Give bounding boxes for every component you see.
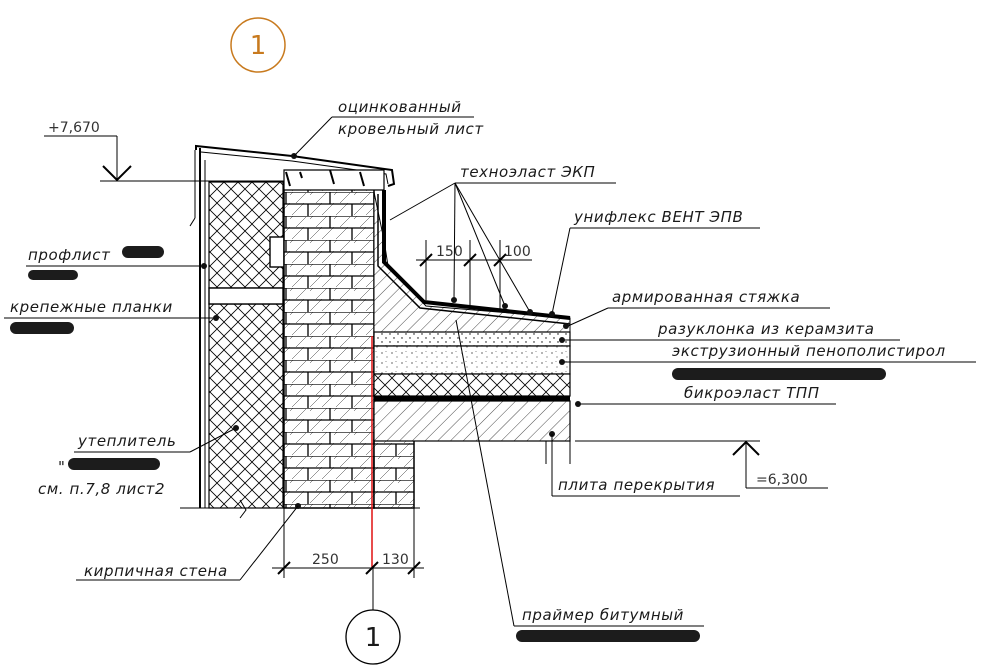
galvanized-roof-sheet — [195, 144, 396, 191]
xps-insulation-cross — [373, 373, 571, 397]
label-profsheet-smudge1 — [122, 246, 164, 258]
fastening-plank — [208, 287, 284, 305]
label-uniflex-text: унифлекс ВЕНТ ЭПВ — [573, 208, 743, 226]
dim-130: 130 — [382, 552, 409, 568]
label-xps: экструзионный пенополистирол — [559, 342, 976, 380]
insulation-block-lower — [208, 303, 284, 509]
label-brick-wall: кирпичная стена — [76, 503, 301, 581]
level-top-value: +7,670 — [48, 120, 100, 136]
brick-wall-lower-step — [373, 439, 415, 509]
reinforced-screed — [373, 331, 571, 347]
label-fastening-text: крепежные планки — [10, 298, 173, 316]
label-primer-smudge — [516, 630, 700, 642]
floor-slab — [373, 400, 571, 442]
roof-membrane — [382, 190, 571, 320]
label-galvanized-line1: оцинкованный — [338, 98, 462, 116]
label-insulation-quote-right: " — [154, 458, 162, 476]
dimension-250-130: 250 130 — [272, 508, 424, 578]
level-mark-top: +7,670 — [44, 120, 290, 182]
label-insulation-quote-left: " — [58, 458, 66, 476]
dim-150: 150 — [436, 244, 463, 260]
label-primer-text: праймер битумный — [522, 606, 684, 624]
label-xps-smudge — [672, 368, 886, 380]
facade-profsheet — [189, 148, 206, 508]
label-slope-text: разуклонка из керамзита — [657, 320, 874, 338]
label-profsheet: профлист — [26, 246, 207, 280]
brick-wall — [283, 181, 375, 509]
label-slope: разуклонка из керамзита — [559, 320, 900, 343]
label-bikroelast: бикроэласт ТПП — [575, 384, 836, 407]
label-uniflex: унифлекс ВЕНТ ЭПВ — [549, 208, 760, 317]
label-primer: праймер битумный — [455, 319, 704, 642]
label-insulation-text: утеплитель — [77, 432, 176, 450]
label-slab: плита перекрытия — [549, 431, 740, 497]
label-bikroelast-text: бикроэласт ТПП — [684, 384, 820, 402]
label-reinforced-text: армированная стяжка — [612, 288, 800, 306]
dim-100: 100 — [504, 244, 531, 260]
label-profsheet-text: профлист — [28, 246, 111, 264]
label-profsheet-smudge2 — [28, 270, 78, 280]
label-fastening: крепежные планки — [4, 298, 219, 334]
label-technoelast-text: техноэласт ЭКП — [460, 163, 595, 181]
vapor-barrier — [374, 396, 570, 401]
label-insulation-smudge — [68, 458, 160, 470]
label-galvanized-line2: кровельный лист — [338, 120, 484, 138]
label-insulation: утеплитель " " см. п.7,8 лист2 — [38, 425, 239, 498]
fastening-bracket — [269, 236, 285, 268]
section-marker-bottom: 1 — [345, 568, 401, 665]
label-brick-text: кирпичная стена — [84, 562, 228, 580]
label-slab-text: плита перекрытия — [558, 476, 715, 494]
label-insulation-ref-text: см. п.7,8 лист2 — [38, 480, 165, 498]
insulation-block-upper — [208, 181, 284, 289]
section-marker-bottom-number: 1 — [365, 623, 382, 653]
label-xps-text: экструзионный пенополистирол — [672, 342, 946, 360]
label-technoelast: техноэласт ЭКП — [389, 163, 616, 315]
xps-insulation — [373, 345, 571, 375]
level-bottom-value: =6,300 — [756, 472, 808, 488]
section-marker-top: 1 — [230, 17, 286, 73]
level-mark-bottom: =6,300 — [575, 440, 828, 489]
label-galvanized-sheet: оцинкованный кровельный лист — [291, 98, 484, 159]
section-marker-top-number: 1 — [250, 31, 267, 61]
label-fastening-smudge — [10, 322, 74, 334]
label-reinforced-screed: армированная стяжка — [563, 288, 830, 329]
dimension-150-100: 150 100 — [416, 240, 532, 310]
dim-250: 250 — [312, 552, 339, 568]
